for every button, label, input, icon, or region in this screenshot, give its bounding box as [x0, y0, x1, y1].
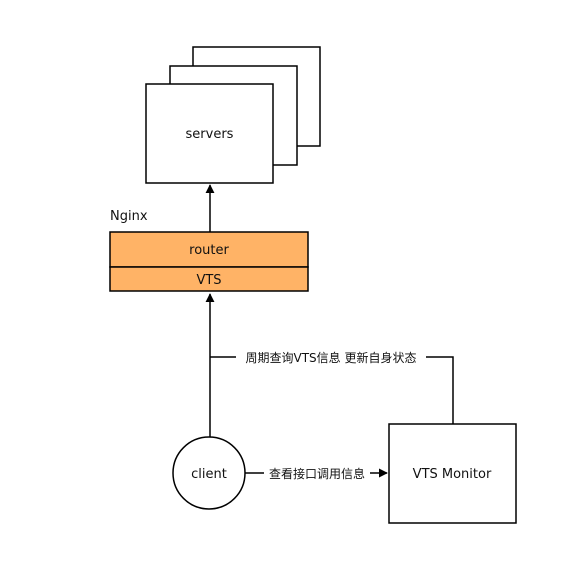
client-node: client: [172, 436, 246, 510]
edge-label-bg-client: [264, 465, 370, 481]
vts-monitor-node: VTS Monitor: [388, 423, 517, 524]
vts-monitor-box: [388, 423, 517, 524]
edge-label-client-query: 查看接口调用信息: [269, 466, 365, 481]
edge-label-bg-periodic: [236, 349, 426, 365]
server-box-front: [145, 83, 274, 184]
vts-label: VTS: [196, 273, 221, 288]
router-label: router: [189, 243, 229, 258]
servers-label: servers: [186, 127, 234, 142]
nginx-block: Nginx router VTS: [109, 209, 309, 292]
client-label: client: [191, 467, 227, 482]
connector-monitor-to-vts: [210, 356, 454, 424]
nginx-label: Nginx: [110, 209, 148, 224]
vts-monitor-label: VTS Monitor: [413, 467, 492, 482]
servers-stack: servers: [145, 46, 321, 184]
vts-box: [109, 266, 309, 292]
edge-label-periodic-query: 周期查询VTS信息 更新自身状态: [246, 350, 417, 365]
